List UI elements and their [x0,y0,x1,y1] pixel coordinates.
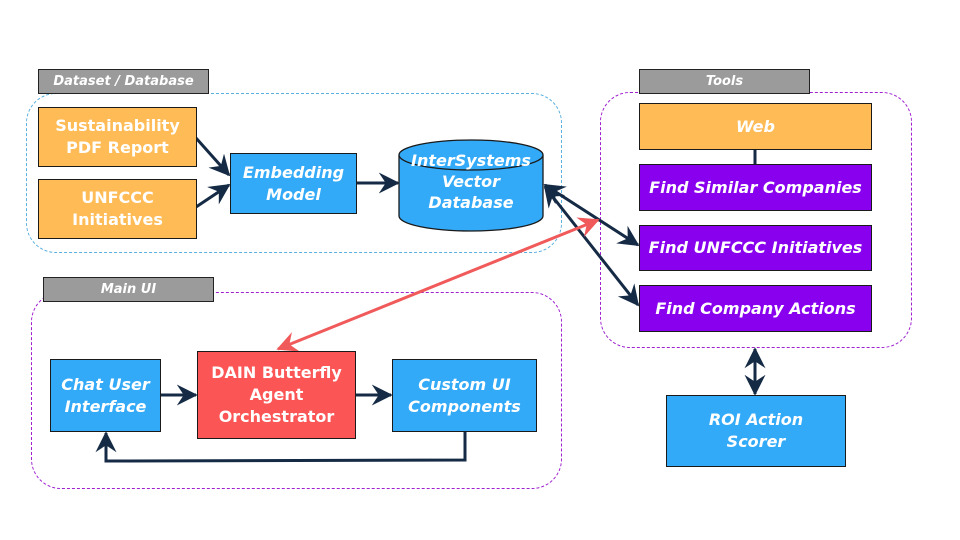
vector-database-node: InterSystems Vector Database [411,151,531,212]
main-ui-group-label: Main UI [43,277,214,302]
custom-ui-components-node: Custom UI Components [392,359,537,432]
dain-orchestrator-node: DAIN Butterfly Agent Orchestrator [197,351,356,439]
find-unfccc-initiatives-node: Find UNFCCC Initiatives [639,225,872,271]
web-tool-node: Web [639,103,872,150]
find-similar-companies-node: Find Similar Companies [639,164,872,211]
unfccc-initiatives-node: UNFCCC Initiatives [38,179,197,239]
chat-user-interface-node: Chat User Interface [50,359,161,432]
dataset-group-label: Dataset / Database [38,69,209,94]
sustainability-report-node: Sustainability PDF Report [38,107,197,167]
roi-action-scorer-node: ROI Action Scorer [666,395,846,467]
tools-group-label: Tools [639,69,810,94]
embedding-model-node: Embedding Model [230,153,357,214]
find-company-actions-node: Find Company Actions [639,285,872,332]
